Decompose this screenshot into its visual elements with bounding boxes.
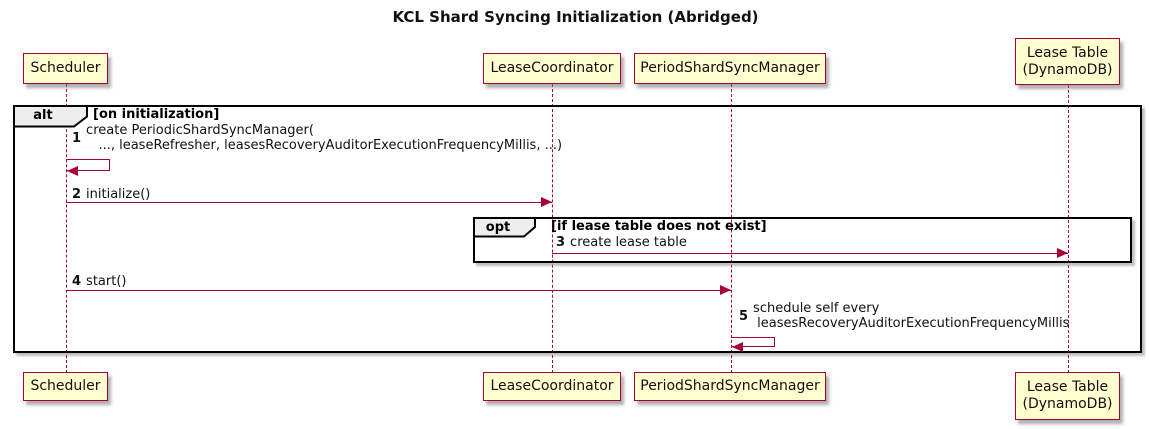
message-3-number: 3 bbox=[556, 235, 566, 250]
message-4-number: 4 bbox=[72, 274, 82, 289]
message-4: 4 start() bbox=[72, 274, 126, 289]
message-3-text: create lease table bbox=[570, 235, 687, 250]
message-3-arrowhead-icon bbox=[1057, 248, 1068, 258]
message-1-arrowhead-icon bbox=[67, 166, 78, 176]
alt-operator-label: alt bbox=[33, 108, 53, 123]
lifeline-lease-table bbox=[1068, 85, 1069, 373]
participant-period-shard-sync-manager-bottom: PeriodShardSyncManager bbox=[634, 372, 826, 401]
message-1-text: create PeriodicShardSyncManager( ..., le… bbox=[86, 123, 563, 153]
participant-scheduler-top: Scheduler bbox=[23, 53, 108, 84]
message-5-arrowhead-icon bbox=[732, 342, 743, 352]
message-2: 2 initialize() bbox=[72, 187, 150, 202]
message-3: 3 create lease table bbox=[556, 235, 687, 250]
message-1: 1 create PeriodicShardSyncManager( ..., … bbox=[72, 123, 562, 153]
opt-frame bbox=[473, 217, 1132, 263]
message-1-self-loop bbox=[66, 159, 110, 171]
participant-lease-table-top: Lease Table (DynamoDB) bbox=[1015, 38, 1120, 85]
message-5: 5 schedule self every leasesRecoveryAudi… bbox=[739, 301, 1069, 331]
diagram-title: KCL Shard Syncing Initialization (Abridg… bbox=[392, 8, 759, 26]
opt-guard: [if lease table does not exist] bbox=[551, 219, 767, 234]
participant-scheduler-bottom: Scheduler bbox=[23, 372, 108, 401]
lifeline-lease-coordinator bbox=[552, 84, 553, 373]
message-4-text: start() bbox=[86, 274, 127, 289]
message-4-arrowhead-icon bbox=[720, 285, 731, 295]
participant-lease-coordinator-bottom: LeaseCoordinator bbox=[483, 372, 621, 401]
message-4-arrow-line bbox=[66, 290, 731, 291]
message-2-arrow-line bbox=[66, 202, 552, 203]
lifeline-scheduler bbox=[66, 84, 67, 373]
opt-operator-pentagon bbox=[473, 217, 536, 238]
participant-lease-coordinator-top: LeaseCoordinator bbox=[483, 53, 621, 84]
message-5-self-loop bbox=[731, 337, 775, 347]
alt-operator-pentagon bbox=[13, 105, 88, 128]
message-2-arrowhead-icon bbox=[541, 197, 552, 207]
participant-period-shard-sync-manager-top: PeriodShardSyncManager bbox=[634, 53, 826, 84]
message-5-number: 5 bbox=[739, 308, 749, 324]
opt-operator-label: opt bbox=[485, 220, 511, 235]
message-3-arrow-line bbox=[552, 253, 1068, 254]
message-2-number: 2 bbox=[72, 187, 82, 202]
alt-frame bbox=[13, 105, 1142, 353]
message-2-text: initialize() bbox=[86, 187, 151, 202]
message-1-number: 1 bbox=[72, 130, 82, 146]
participant-lease-table-bottom: Lease Table (DynamoDB) bbox=[1015, 372, 1120, 420]
message-5-text: schedule self every leasesRecoveryAudito… bbox=[753, 301, 1070, 331]
alt-guard: [on initialization] bbox=[93, 107, 220, 122]
lifeline-period-shard-sync-manager bbox=[731, 84, 732, 373]
